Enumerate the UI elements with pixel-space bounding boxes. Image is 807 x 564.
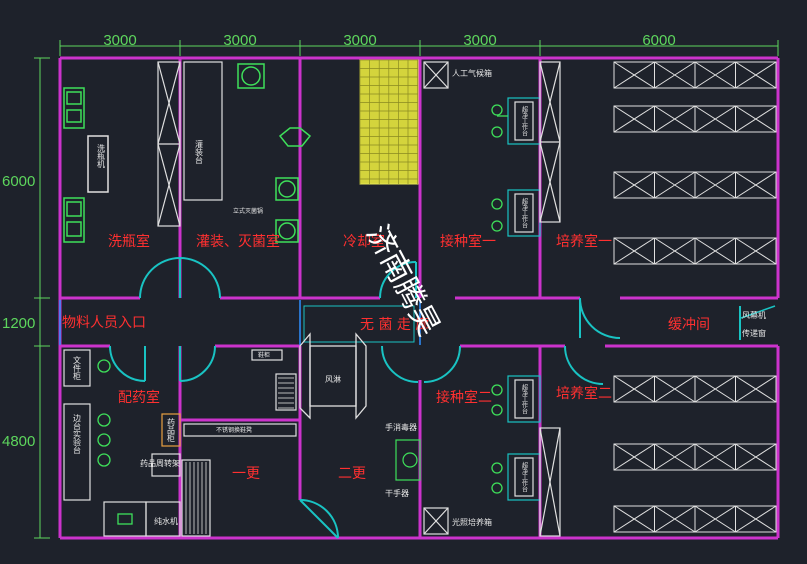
prep-stools xyxy=(97,359,133,525)
cooling-shelf xyxy=(359,59,419,185)
room-culture-2: 培养室二 xyxy=(556,385,612,402)
filling-table xyxy=(183,61,223,201)
room-culture-1: 培养室一 xyxy=(556,233,612,250)
stools-2 xyxy=(491,384,503,494)
wall-trim xyxy=(59,300,421,345)
wash-room-furniture xyxy=(63,87,85,243)
room-wash-bottle: 洗瓶室 xyxy=(108,233,150,250)
humidifier-label: 人工气候箱 xyxy=(452,68,492,78)
clean-bench-label-3: 超净工作台 xyxy=(521,383,528,415)
hand-dryer-label: 干手器 xyxy=(385,488,409,498)
room-inoculate-2: 接种室二 xyxy=(436,389,492,406)
light-culture-label: 光照培养箱 xyxy=(452,517,492,527)
dim-left-1: 6000 xyxy=(2,173,35,190)
transfer-window-label: 传递窗 xyxy=(742,328,766,338)
clean-bench-label-4: 超净工作台 xyxy=(521,461,528,493)
air-shower xyxy=(299,332,367,420)
buffer-door xyxy=(740,305,776,319)
water-still-label: 纯水机 xyxy=(154,516,178,526)
room-inoculate-1: 接种室一 xyxy=(440,233,496,250)
room-cooling: 冷却室 xyxy=(343,233,385,250)
prep-room-furniture xyxy=(63,349,181,537)
autoclave-units xyxy=(237,63,312,243)
clean-bench-label-2: 超净工作台 xyxy=(521,197,528,229)
bottle-washer-box xyxy=(87,135,109,193)
dim-left-2: 1200 xyxy=(2,315,35,332)
stainless-bench-label: 不锈钢换鞋凳 xyxy=(216,426,252,434)
change-room-1-furniture xyxy=(181,349,297,537)
doors xyxy=(109,257,621,539)
autoclave-label: 立式灭菌锅 xyxy=(233,207,263,215)
lab-bench-label: 边台实验台 xyxy=(73,413,82,455)
filling-room-shelf xyxy=(157,61,181,227)
dim-top-5: 6000 xyxy=(642,32,675,49)
shoe-cabinet-label: 鞋柜 xyxy=(258,351,270,359)
corridor-strip xyxy=(303,305,415,343)
fan-unit-label: 风幕机 xyxy=(742,310,766,320)
dim-top-4: 3000 xyxy=(463,32,496,49)
inoculation-room-1-equipment xyxy=(423,61,561,237)
room-change-1: 一更 xyxy=(232,466,260,482)
dimension-lines xyxy=(34,40,779,539)
dim-top-1: 3000 xyxy=(103,32,136,49)
corridor-label: 无 菌 走 廊 xyxy=(360,316,429,333)
dim-top-3: 3000 xyxy=(343,32,376,49)
culture-room-1-racks xyxy=(613,61,777,265)
stools-1 xyxy=(491,104,508,232)
dim-left-3: 4800 xyxy=(2,433,35,450)
dim-top-2: 3000 xyxy=(223,32,256,49)
bottle-washer-label: 洗瓶机 xyxy=(97,143,106,169)
room-fill-sterilize: 灌装、灭菌室 xyxy=(196,233,280,250)
inoculation-room-2-equipment xyxy=(395,375,561,537)
filling-table-label: 灌装台 xyxy=(195,139,204,165)
hand-washer-label: 手消毒器 xyxy=(385,422,417,432)
drug-cabinet-label: 药品柜 xyxy=(167,417,176,443)
room-change-2: 二更 xyxy=(338,466,366,482)
culture-room-2-racks xyxy=(613,375,777,533)
entrance-label: 物料人员入口 xyxy=(62,315,146,331)
clean-bench-label-1: 超净工作台 xyxy=(521,105,528,137)
air-shower-label: 风淋 xyxy=(325,374,341,384)
buffer-room-label: 缓冲间 xyxy=(668,317,710,333)
room-preparation: 配药室 xyxy=(118,389,160,406)
cabinet-label: 文件柜 xyxy=(73,355,82,381)
material-shelf-label: 药品周转架 xyxy=(140,458,180,468)
